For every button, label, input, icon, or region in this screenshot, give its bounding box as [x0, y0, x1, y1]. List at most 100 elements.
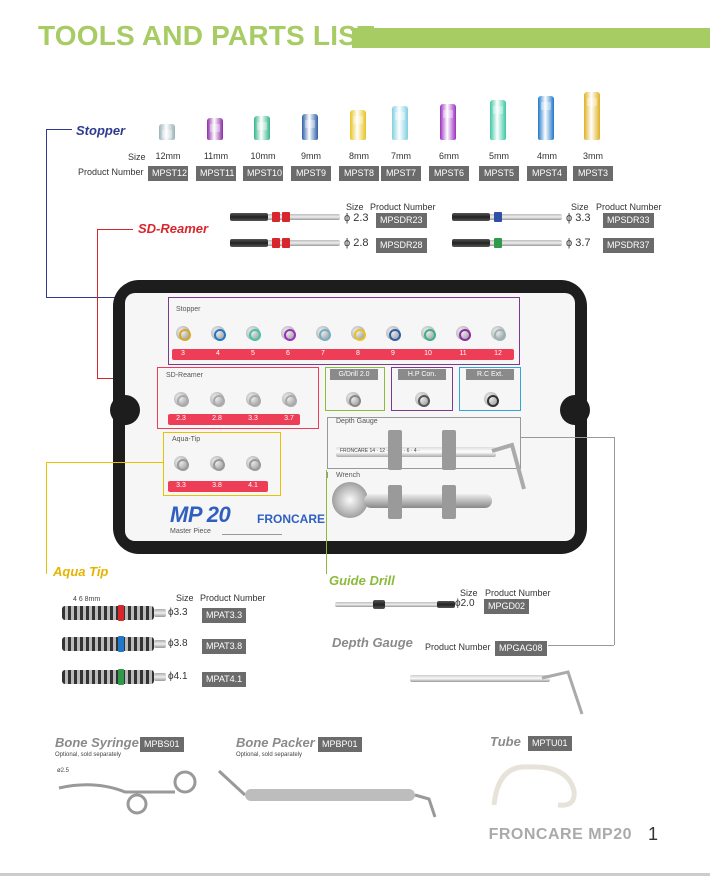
tray-notch [110, 395, 140, 425]
page-title: TOOLS AND PARTS LIST [38, 20, 375, 51]
tray-stopper-well [176, 326, 191, 341]
tray-stopper-well [316, 326, 331, 341]
tray-wrench-handle [364, 494, 492, 508]
sd-reamer-label: SD-Reamer [138, 221, 209, 236]
aqua-tip-size: ϕ3.3 [168, 607, 188, 618]
tray-wrench-title: Wrench [336, 472, 360, 479]
tray-clip [442, 430, 456, 470]
tray-gdrill-box [325, 367, 385, 411]
aqua-tip-label: Aqua Tip [53, 564, 109, 579]
stopper-code: MPST6 [429, 166, 469, 181]
aqua-tip-code: MPAT3.8 [202, 639, 247, 654]
bone-packer-label: Bone Packer [236, 735, 315, 750]
stopper-8-image [350, 110, 366, 140]
tray-depth-marks: FRONCARE 14 · 12 · 10 · 8 · 6 · 4 · [340, 448, 420, 454]
product-number-label: Product Number [78, 167, 144, 177]
aqua-tip-size: ϕ3.8 [168, 638, 188, 649]
stopper-10-image [254, 116, 270, 140]
sd-reamer-3-7-size: ϕ 3.7 [566, 237, 591, 249]
stopper-code: MPST5 [479, 166, 519, 181]
tray-hpcon-title: H.P Con. [398, 369, 446, 380]
tray-gdrill-title: G/Drill 2.0 [330, 369, 378, 380]
depth-gauge-connector [520, 437, 614, 438]
tray-reamer-num: 3.7 [284, 415, 294, 422]
tray-aqua-num: 3.3 [176, 482, 186, 489]
stopper-size: 8mm [349, 151, 369, 161]
bone-syringe-image [58, 770, 197, 815]
stopper-size: 11mm [203, 151, 229, 161]
tray-clip [388, 430, 402, 470]
tray-aqua-well [174, 456, 189, 471]
sd-reamer-3-3-size: ϕ 3.3 [566, 212, 591, 224]
tray-aqua-well [210, 456, 225, 471]
tray-aqua-box [163, 432, 281, 496]
tray-stopper-well [386, 326, 401, 341]
tray-stopper-well [281, 326, 296, 341]
stopper-code: MPST10 [243, 166, 283, 181]
tray-logo-brand: FRONCARE [257, 512, 325, 526]
size-label: Size [460, 588, 478, 598]
guide-drill-image [335, 600, 455, 609]
guide-drill-code: MPGD02 [484, 599, 530, 614]
stopper-connector [46, 129, 47, 297]
tray-aqua-num: 4.1 [248, 482, 258, 489]
aqua-tip-image [62, 669, 166, 685]
footer-rule [0, 873, 710, 876]
tray-reamer-well [210, 392, 225, 407]
stopper-size: 10mm [250, 151, 276, 161]
tray-stopper-num: 12 [494, 350, 502, 357]
tray-reamer-well [246, 392, 261, 407]
size-label: Size [571, 202, 589, 212]
tray-clip [442, 485, 456, 519]
guide-drill-connector [326, 470, 327, 574]
aqua-connector [46, 462, 47, 574]
tray-stopper-num: 8 [356, 350, 360, 357]
tray-reamer-num: 2.3 [176, 415, 186, 422]
tray-rcext-well [484, 392, 499, 407]
stopper-12-image [159, 124, 175, 140]
tray-reamer-num: 2.8 [212, 415, 222, 422]
product-number-label: Product Number [200, 593, 266, 603]
stopper-code: MPST8 [339, 166, 379, 181]
stopper-size: 7mm [391, 151, 411, 161]
wrench-marker [327, 472, 328, 478]
tray-stopper-num: 4 [216, 350, 220, 357]
product-number-label: Product Number [425, 642, 491, 652]
bone-packer-note: Optional, sold separately [236, 752, 303, 758]
tray-aqua-well [246, 456, 261, 471]
sd-reamer-2-8-code: MPSDR28 [376, 238, 427, 253]
tray-depth-gauge-tip [491, 442, 526, 490]
tray-gdrill-well [346, 392, 361, 407]
stopper-connector [46, 129, 72, 130]
aqua-tip-code: MPAT4.1 [202, 672, 247, 687]
product-number-label: Product Number [370, 202, 436, 212]
tray-reamer-well [174, 392, 189, 407]
tray-aqua-title: Aqua-Tip [172, 436, 201, 443]
tube-image [491, 764, 577, 808]
tray-stopper-num: 7 [321, 350, 325, 357]
stopper-size: 6mm [439, 151, 459, 161]
tray-stopper-num: 11 [459, 350, 467, 357]
depth-gauge-connector [614, 437, 615, 645]
stopper-code: MPST9 [291, 166, 331, 181]
tray-stopper-well [246, 326, 261, 341]
stopper-7-image [392, 106, 408, 140]
sd-reamer-2-8-image [230, 238, 340, 248]
title-bar [352, 28, 710, 48]
tray-stopper-box [168, 297, 520, 365]
sd-reamer-2-3-image [230, 212, 340, 222]
sd-reamer-2-3-size: ϕ 2.3 [344, 212, 369, 224]
tray-stopper-well [491, 326, 506, 341]
sd-reamer-3-7-image [452, 238, 562, 248]
tray-logo-sub: Master Piece [170, 528, 211, 535]
guide-drill-size: ϕ2.0 [455, 598, 475, 609]
tray-reamer-box [157, 367, 319, 429]
sd-reamer-3-7-code: MPSDR37 [603, 238, 654, 253]
tray-reamer-title: SD-Reamer [166, 372, 203, 379]
bone-syringe-label: Bone Syringe [55, 735, 139, 750]
aqua-tip-size: ϕ4.1 [168, 671, 188, 682]
depth-gauge-image [410, 675, 550, 682]
